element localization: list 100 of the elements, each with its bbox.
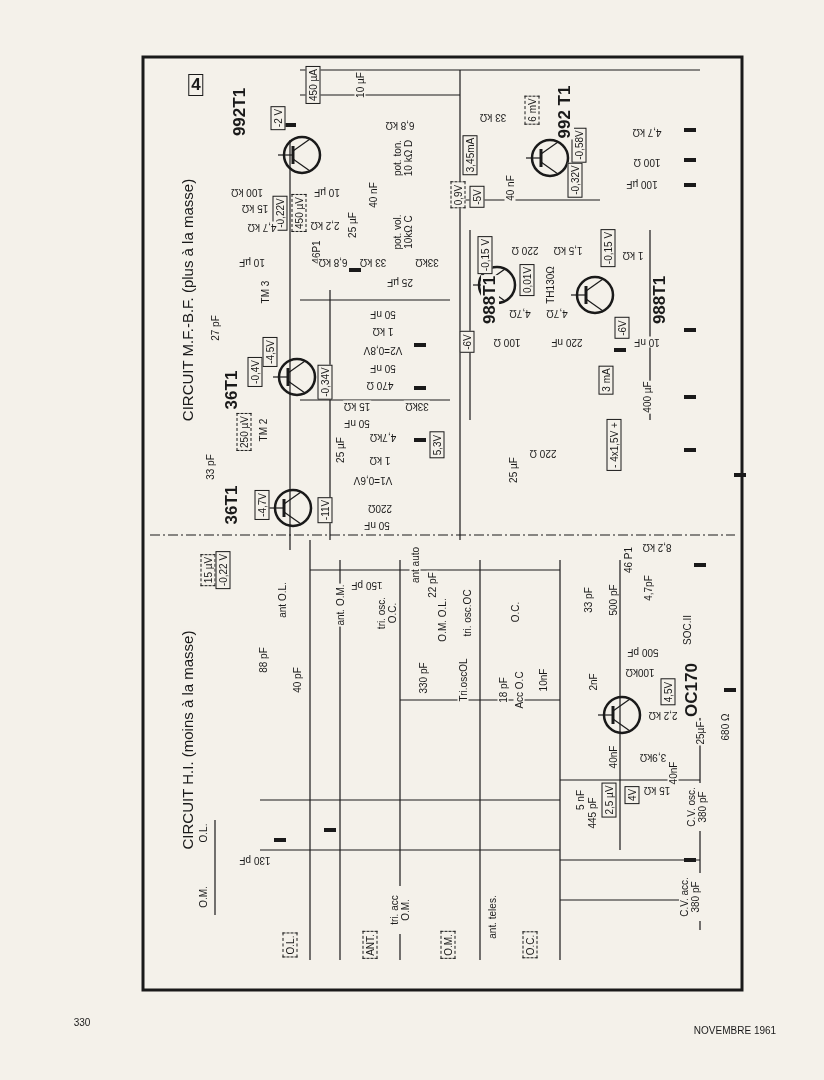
measurement-box: -0,32V [567, 162, 583, 198]
component-value: tri. acc O.M. [389, 886, 411, 934]
component-value: 46 P1 [622, 545, 634, 575]
measurement-box: -0,58V [571, 127, 587, 163]
component-value: 220Ω [366, 502, 394, 514]
measurement-box: -2 V [270, 105, 286, 131]
transistor-type: OC170 [683, 662, 701, 718]
component-value: O.M. O.L. [436, 596, 448, 644]
component-value: tri. osc.OC [461, 588, 473, 638]
measurement-box: 450 µA [305, 66, 321, 104]
component-value: O.L. [197, 822, 209, 844]
component-value: 40 nF [367, 181, 379, 209]
section-heading: CIRCUIT H.I. (moins à la masse) [180, 629, 196, 851]
component-value: 40 nF [504, 174, 516, 202]
transistor-type: 992 T1 [556, 84, 574, 140]
dashed-measurement-box: 250 µV [236, 413, 252, 451]
component-value: 10nF [537, 667, 549, 693]
measurement-box: -11V [317, 496, 333, 524]
component-value: 15 kΩ [342, 400, 372, 412]
component-value: 4,7 kΩ [631, 126, 663, 138]
component-value: SOC.II [681, 614, 693, 646]
component-value: 100 kΩ [230, 186, 264, 198]
component-value: O.M. [197, 885, 209, 909]
component-value: 2,2 kΩ [309, 219, 341, 231]
component-value: 220 nF [550, 336, 584, 348]
component-value: 500 pF [626, 646, 660, 658]
component-value: V2=0,8V [362, 344, 404, 356]
component-value: 50 nF [343, 417, 371, 429]
measurement-box: -0,22 V [215, 550, 231, 590]
measurement-box: 0,01V [519, 263, 535, 297]
dashed-measurement-box: 450 µV [291, 194, 307, 232]
component-value: 10 µF [354, 71, 366, 99]
dashed-measurement-box: ANT. [362, 931, 378, 959]
component-value: 5 nF [574, 789, 586, 811]
measurement-box: 4V [624, 785, 640, 805]
measurement-box: -6V [459, 331, 475, 353]
component-value: 33 pF [582, 586, 594, 614]
component-value: 25 µF [507, 456, 519, 484]
dashed-measurement-box: 15 µV [200, 553, 216, 587]
dashed-measurement-box: 0,9V [450, 181, 466, 209]
component-value: 1 kΩ [371, 325, 395, 337]
component-value: 1 kΩ [621, 249, 645, 261]
component-value: 33 kΩ [478, 111, 508, 123]
component-value: 4,7 kΩ [246, 221, 278, 233]
component-value: 4,7pF [642, 574, 654, 602]
measurement-box: 4 [188, 74, 204, 96]
dashed-measurement-box: O.L. [282, 932, 298, 958]
component-value: 470 Ω [365, 379, 395, 391]
dashed-measurement-box: O.C. [522, 931, 538, 959]
component-value: 33kΩ [404, 400, 430, 412]
component-value: Tri.oscOL [457, 657, 469, 703]
component-value: Acc O.C [513, 670, 525, 710]
component-value: 100 Ω [492, 336, 522, 348]
component-value: 220 Ω [528, 447, 558, 459]
component-value: 220 Ω [510, 244, 540, 256]
measurement-box: -4,5V [262, 337, 278, 367]
measurement-box: -0,15 V [600, 228, 616, 268]
component-value: 150 pF [350, 579, 384, 591]
component-value: 50 nF [369, 362, 397, 374]
measurement-box: -6V [614, 317, 630, 339]
component-value: TM 3 [259, 279, 271, 305]
component-value: 25 µF [386, 276, 414, 288]
component-value: V1=0,6V [352, 474, 394, 486]
component-value: 40nF [667, 760, 679, 786]
measurement-box: -5V [469, 186, 485, 208]
component-value: 8,2 kΩ [641, 541, 673, 553]
measurement-box: -0,4V [247, 357, 263, 387]
measurement-box: 4,5V [660, 678, 676, 706]
component-value: 33 pF [204, 453, 216, 481]
component-value: 4,7Ω [545, 307, 569, 319]
component-value: 1,5 kΩ [552, 244, 584, 256]
component-value: 88 pF [257, 646, 269, 674]
component-value: ant. O.M. [334, 583, 346, 627]
component-value: 100 Ω [632, 156, 662, 168]
component-value: 10 µF [238, 256, 266, 268]
component-value: C.V. osc. 380 pF [686, 783, 708, 831]
component-value: 18 pF [497, 676, 509, 704]
component-value: 2nF [587, 672, 599, 692]
measurement-box: 3,45mA [462, 134, 478, 176]
component-value: O.C. [509, 600, 521, 624]
component-value: 6,8 kΩ [384, 119, 416, 131]
measurement-box: 2,5 µV [601, 782, 617, 818]
component-value: 4,7Ω [508, 307, 532, 319]
component-value: 25µF [694, 720, 706, 746]
measurement-box: 3 mA [598, 365, 614, 395]
component-value: ant O.L. [276, 581, 288, 619]
component-value: 400 µF [641, 380, 653, 414]
component-value: 15 kΩ [642, 784, 672, 796]
component-value: 1 kΩ [368, 454, 392, 466]
component-value: 3,9kΩ [638, 751, 668, 763]
component-value: 40nF [607, 744, 619, 770]
measurement-box: -4,7V [254, 490, 270, 520]
component-value: 10 µF [313, 186, 341, 198]
component-value: 27 pF [209, 314, 221, 342]
component-value: 50 nF [369, 308, 397, 320]
component-value: 40 pF [291, 666, 303, 694]
section-heading: CIRCUIT M.F.-B.F. (plus à la masse) [180, 177, 196, 423]
component-value: 33kΩ [414, 256, 440, 268]
component-value: TH130Ω [544, 265, 556, 305]
component-value: 10 nF [633, 336, 661, 348]
